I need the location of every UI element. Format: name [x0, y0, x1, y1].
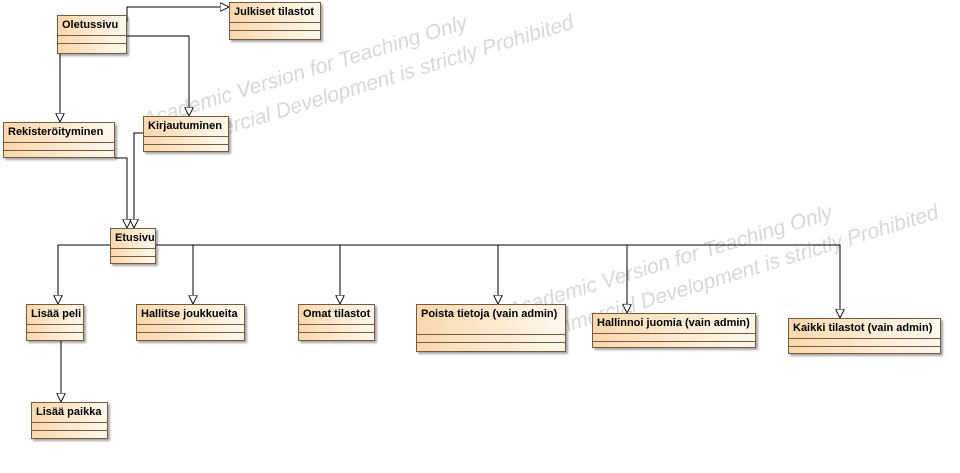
- class-oletussivu[interactable]: Oletussivu: [57, 15, 127, 54]
- edge-oletussivu-julkiset: [126, 7, 229, 22]
- class-name: Hallinnoi juomia (vain admin): [597, 317, 750, 329]
- class-omat-tilastot[interactable]: Omat tilastot: [298, 304, 375, 341]
- edge-etusivu-hallitse: [156, 244, 193, 304]
- class-hallinnoi-juomia[interactable]: Hallinnoi juomia (vain admin): [592, 313, 756, 348]
- edge-etusivu-hub: [58, 244, 110, 304]
- class-name: Rekisteröityminen: [8, 126, 104, 138]
- class-lisaa-paikka[interactable]: Lisää paikka: [31, 402, 108, 439]
- edge-kirjautuminen-etusivu: [134, 132, 145, 228]
- class-name: Hallitse joukkueita: [141, 308, 238, 320]
- edge-etusivu-hallinnoi: [498, 244, 627, 313]
- edge-etusivu-kaikki: [627, 244, 840, 318]
- class-name: Lisää paikka: [36, 406, 102, 418]
- class-julkiset-tilastot[interactable]: Julkiset tilastot: [229, 2, 321, 40]
- class-name: Etusivu: [115, 232, 155, 244]
- class-etusivu[interactable]: Etusivu: [110, 228, 156, 264]
- edge-etusivu-poista: [340, 244, 498, 304]
- class-name: Julkiset tilastot: [234, 6, 315, 18]
- class-hallitse-joukkueita[interactable]: Hallitse joukkueita: [136, 304, 245, 341]
- class-name: Kaikki tilastot (vain admin): [793, 322, 933, 334]
- class-name: Poista tietoja (vain admin): [421, 308, 558, 320]
- edge-rekisteroityminen-etusivu: [115, 157, 127, 228]
- class-name: Kirjautuminen: [148, 120, 222, 132]
- class-lisaa-peli[interactable]: Lisää peli: [26, 304, 84, 341]
- class-name: Lisää peli: [31, 308, 82, 320]
- class-poista-tietoja[interactable]: Poista tietoja (vain admin): [416, 304, 566, 352]
- class-kirjautuminen[interactable]: Kirjautuminen: [143, 116, 229, 152]
- class-name: Oletussivu: [62, 19, 119, 31]
- edge-etusivu-omat: [193, 244, 340, 304]
- class-name: Omat tilastot: [303, 308, 371, 320]
- class-kaikki-tilastot[interactable]: Kaikki tilastot (vain admin): [788, 318, 941, 354]
- class-rekisteroityminen[interactable]: Rekisteröityminen: [3, 122, 115, 158]
- edge-oletussivu-kirjautuminen: [127, 35, 189, 116]
